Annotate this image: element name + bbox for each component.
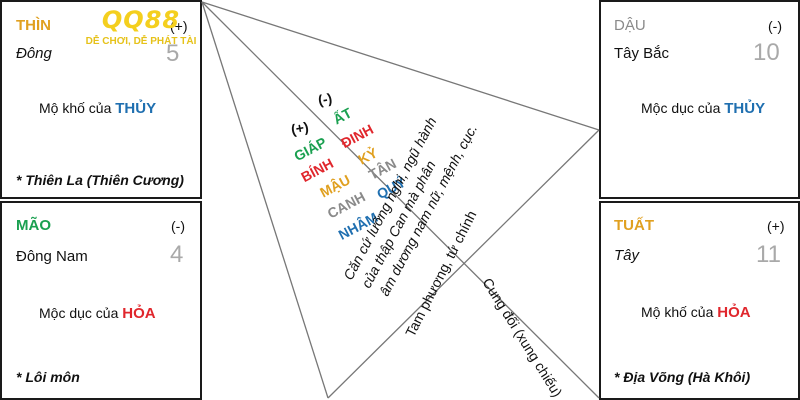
line-opposition [201, 1, 600, 399]
palace-mao: MÃO (-) Đông Nam 4 Mộc dục của HỎA * Lôi… [0, 201, 202, 400]
palace-direction: Đông [16, 45, 52, 62]
palace-name: MÃO [16, 217, 51, 234]
palace-name: DẬU [614, 17, 646, 34]
yin-sign: (-) [316, 89, 334, 109]
element-label: THỦY [115, 100, 157, 117]
palace-description: Mộc dục của HỎA [39, 305, 156, 322]
element-label: HỎA [122, 305, 156, 322]
palace-description: Mộ khố của HỎA [641, 304, 751, 321]
line-thin-to-apex [201, 1, 329, 399]
palace-description: Mộc dục của THỦY [641, 100, 766, 117]
palace-direction: Tây Bắc [614, 45, 670, 62]
palace-direction: Đông Nam [16, 248, 88, 265]
palace-direction: Tây [614, 247, 640, 264]
palace-note: * Lôi môn [16, 369, 80, 385]
yang-sign: (+) [289, 118, 310, 138]
palace-thin: THÌN (+) Đông 5 Mộ khố của THỦY * Thiên … [0, 0, 202, 199]
palace-name: TUẤT [614, 217, 654, 234]
palace-note: * Địa Võng (Hà Khôi) [614, 369, 751, 385]
element-label: HỎA [717, 304, 751, 321]
palace-sign: (+) [767, 218, 785, 234]
palace-number: 4 [170, 241, 184, 268]
palace-description: Mộ khố của THỦY [39, 100, 157, 117]
palace-sign: (-) [768, 18, 782, 34]
line-thin-to-dau [201, 1, 600, 131]
element-label: THỦY [724, 100, 766, 117]
palace-sign: (+) [170, 18, 188, 34]
logo: QQ88 DỄ CHƠI, DỄ PHÁT TÀI [76, 6, 206, 47]
palace-number: 10 [753, 39, 780, 66]
palace-name: THÌN [16, 17, 51, 34]
palace-number: 5 [166, 40, 180, 67]
palace-dau: DẬU (-) Tây Bắc 10 Mộc dục của THỦY [599, 0, 800, 199]
palace-number: 11 [756, 241, 781, 268]
palace-tuat: TUẤT (+) Tây 11 Mộ khố của HỎA * Địa Võn… [599, 201, 800, 400]
logo-tagline: DỄ CHƠI, DỄ PHÁT TÀI [85, 36, 197, 47]
palace-note: * Thiên La (Thiên Cương) [16, 172, 184, 188]
palace-sign: (-) [171, 218, 185, 234]
line-dau-to-apex [327, 129, 600, 399]
logo-name: QQ88 [101, 6, 181, 34]
